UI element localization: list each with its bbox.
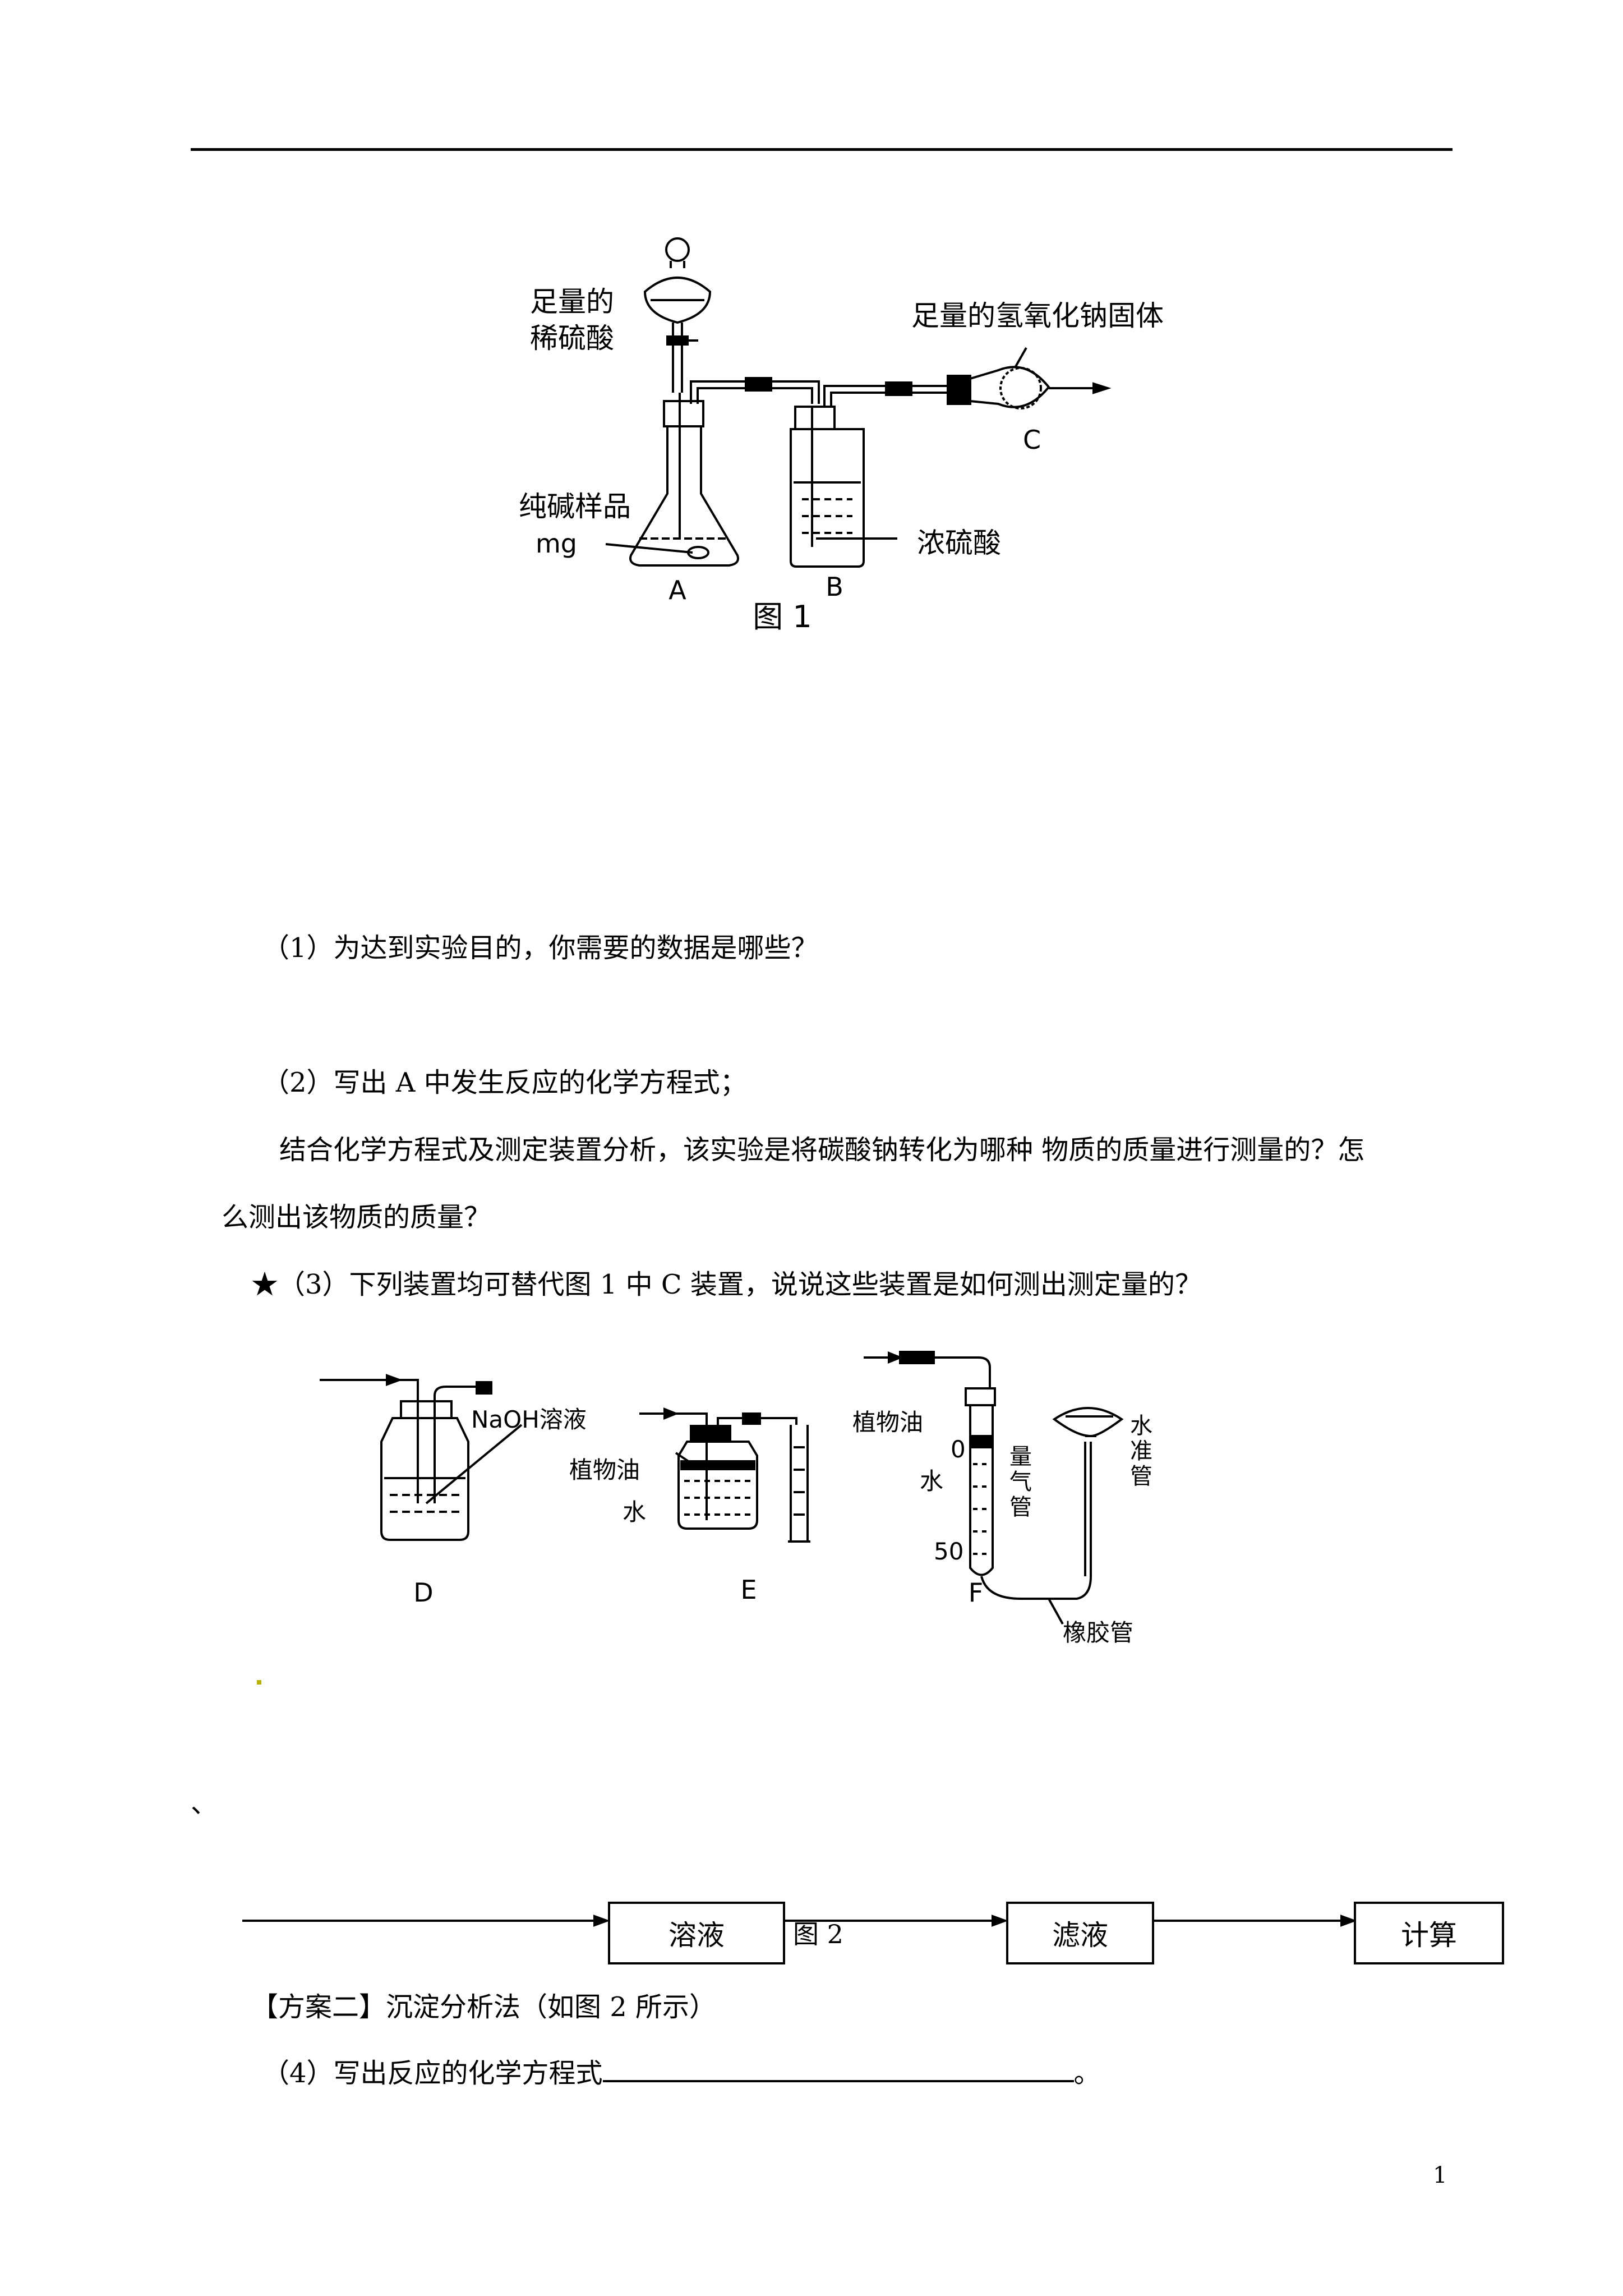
label-burette-1: 量 [1009, 1444, 1032, 1470]
label-level-1: 水 [1130, 1413, 1152, 1439]
flask-a-stopper [663, 400, 704, 427]
flow-box-solution: 溶液 [608, 1902, 785, 1964]
label-f-fifty: 50 [934, 1538, 963, 1565]
label-level-2: 准 [1130, 1438, 1152, 1464]
burette-f [969, 1405, 994, 1576]
bottle-b-stopper [794, 406, 836, 430]
label-f: F [969, 1577, 983, 1608]
leveling-funnel [1052, 1407, 1124, 1438]
naoh-granules [999, 367, 1042, 409]
label-f-oil: 植物油 [852, 1409, 923, 1436]
label-acid-2: 稀硫酸 [530, 322, 614, 355]
label-e-oil: 植物油 [569, 1456, 640, 1484]
plan-2-title: 【方案二】沉淀分析法（如图 2 所示） [251, 1991, 717, 2023]
flow-box-filtrate: 滤液 [1006, 1902, 1154, 1964]
label-e: E [740, 1575, 757, 1605]
label-e-water: 水 [623, 1498, 646, 1526]
label-naoh-solid: 足量的氢氧化钠固体 [911, 300, 1164, 332]
figure-1-caption: 图 1 [753, 599, 812, 634]
question-2: （2）写出 A 中发生反应的化学方程式； [262, 1067, 747, 1098]
flow-box-calculate: 计算 [1354, 1902, 1504, 1964]
question-1: （1）为达到实验目的，你需要的数据是哪些？ [262, 932, 818, 964]
label-level-3: 管 [1130, 1464, 1152, 1489]
graduated-cylinder-e [790, 1425, 809, 1543]
figure-2-flow-lines [242, 1915, 1357, 1927]
stray-mark: 、 [191, 1788, 218, 1819]
answer-blank[interactable] [602, 2058, 1074, 2082]
funnel-stopper [665, 237, 690, 262]
question-2-continued-2: 么测出该物质的质量？ [222, 1202, 491, 1233]
flask-a [629, 426, 739, 567]
question-2-continued-1: 结合化学方程式及测定装置分析，该实验是将碳酸钠转化为哪种 物质的质量进行测量的？… [279, 1134, 1365, 1166]
label-b: B [826, 572, 843, 602]
question-4-end: 。 [1073, 2058, 1101, 2089]
label-sample-2: mg [536, 528, 577, 559]
question-3: ★（3）下列装置均可替代图 1 中 C 装置，说说这些装置是如何测出测定量的？ [251, 1269, 1202, 1300]
stray-dot [257, 1680, 261, 1685]
label-a: A [668, 575, 686, 605]
label-rubber-tube: 橡胶管 [1063, 1619, 1133, 1646]
label-acid-1: 足量的 [530, 286, 614, 318]
bottle-e [677, 1441, 758, 1530]
label-f-zero: 0 [951, 1435, 966, 1463]
label-conc-h2so4: 浓硫酸 [917, 527, 1001, 559]
label-f-water: 水 [920, 1467, 943, 1495]
question-4: （4）写出反应的化学方程式 。 [262, 2056, 1101, 2090]
label-burette-2: 气 [1009, 1469, 1032, 1495]
question-4-text: （4）写出反应的化学方程式 [262, 2058, 603, 2089]
funnel-body [643, 277, 712, 324]
bottle-b [790, 428, 865, 568]
figure-2-caption: 图 2 [793, 1919, 843, 1949]
label-c: C [1023, 425, 1041, 455]
label-sample-1: 纯碱样品 [519, 490, 631, 523]
label-naoh-solution: NaOH溶液 [471, 1406, 587, 1433]
figure-1-apparatus: 足量的 稀硫酸 足量的氢氧化钠固体 纯碱样品 mg 浓硫酸 A B C 图 1 [519, 237, 1164, 634]
bottle-d [380, 1417, 469, 1541]
header-rule [191, 148, 1453, 151]
label-d: D [413, 1577, 433, 1608]
label-burette-3: 管 [1009, 1494, 1032, 1520]
figure-def-apparatus: NaOH溶液 D 植物油 水 E 植物油 0 水 50 量 气 管 水 准 管 … [320, 1351, 1152, 1646]
page-number: 1 [1433, 2162, 1447, 2188]
